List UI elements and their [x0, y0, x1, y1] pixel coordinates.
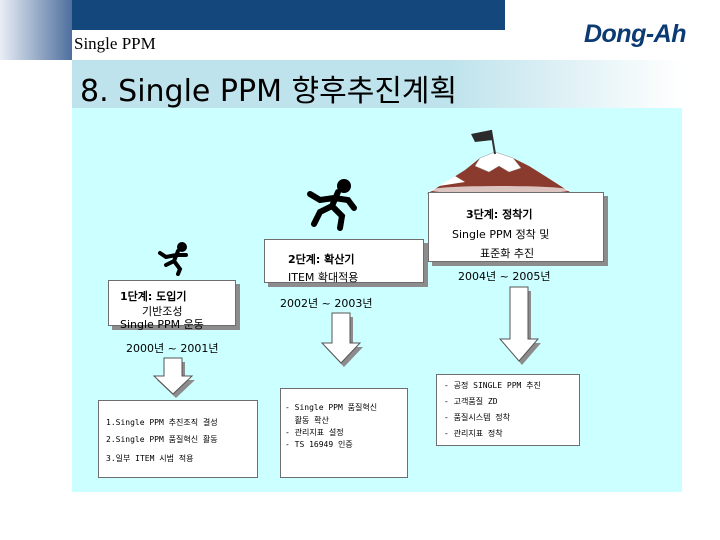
stage1-line2: Single PPM 운동 [120, 316, 204, 332]
stage1-item-3: 3.일부 ITEM 시범 적용 [106, 453, 194, 466]
slide-title: 8. Single PPM 향후추진계획 [80, 66, 457, 110]
stage1-period: 2000년 ~ 2001년 [126, 340, 218, 356]
stage2-name: 2단계: 확산기 [288, 251, 354, 267]
stage2-item-4: - TS 16949 인증 [285, 439, 353, 452]
stage3-item-4: - 관리지표 정착 [444, 428, 503, 441]
stage1-item-2: 2.Single PPM 품질혁신 활동 [106, 434, 218, 447]
stage2-period: 2002년 ~ 2003년 [280, 295, 372, 311]
runner-icon [300, 178, 362, 230]
down-arrow-icon [496, 287, 544, 367]
stage3-period: 2004년 ~ 2005년 [458, 268, 550, 284]
summit-flag-icon [425, 128, 575, 198]
stage3-item-3: - 품질시스템 정착 [444, 412, 510, 425]
stage3-item-2: - 고객품질 ZD [444, 396, 498, 409]
stage2-item-2: 활동 확산 [285, 415, 329, 428]
down-arrow-icon [318, 313, 366, 369]
header-dark-bar [72, 0, 505, 30]
header-title: Single PPM [74, 34, 156, 54]
stage1-name: 1단계: 도입기 [120, 288, 186, 304]
stage3-item-1: - 공정 SINGLE PPM 추진 [444, 380, 541, 393]
brand-logo: Dong-Ah [584, 20, 686, 49]
down-arrow-icon [150, 358, 198, 400]
stage3-line2: 표준화 추진 [480, 245, 534, 261]
stage2-item-1: - Single PPM 품질혁신 [285, 402, 377, 415]
stage3-name: 3단계: 정착기 [466, 206, 532, 222]
stage3-line1: Single PPM 정착 및 [452, 226, 549, 242]
stage1-item-1: 1.Single PPM 추진조직 결성 [106, 417, 218, 430]
header-gradient [0, 0, 72, 60]
stage2-line1: ITEM 확대적용 [288, 269, 358, 285]
runner-icon [152, 241, 196, 275]
stage2-item-3: - 관리지표 설정 [285, 427, 344, 440]
